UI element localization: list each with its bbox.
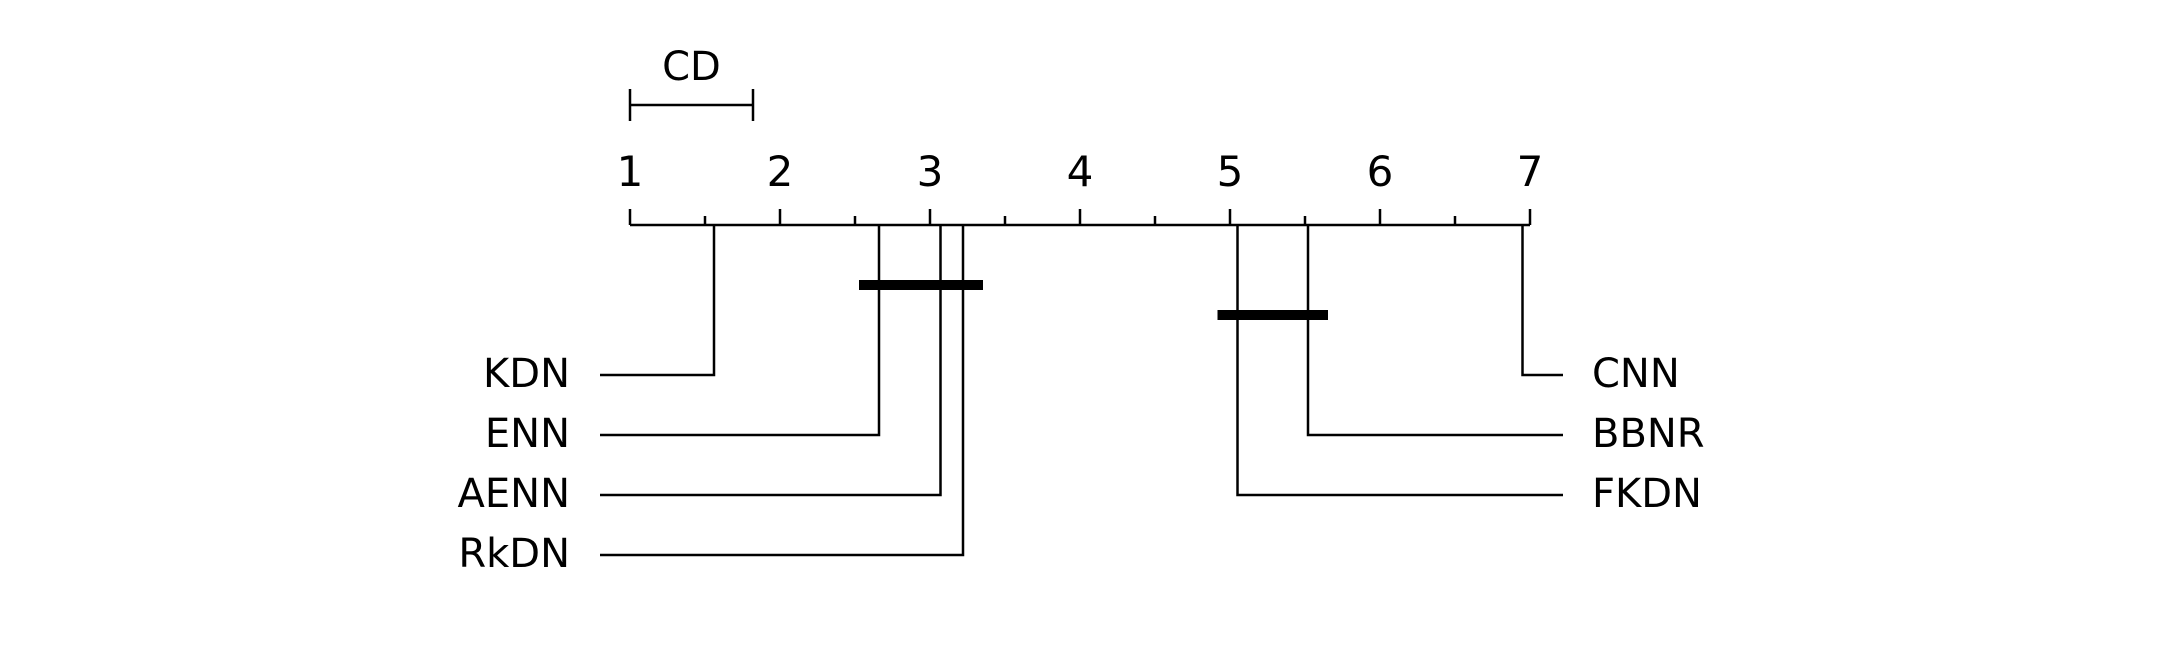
method-label: CNN [1592, 351, 1680, 397]
cd-bar-group: CD [628, 44, 755, 121]
cd-label: CD [662, 44, 721, 90]
tick-label: 2 [767, 147, 794, 196]
tick-label: 6 [1367, 147, 1394, 196]
method-label: ENN [485, 411, 570, 457]
rank-axis: 1 2 3 4 5 6 7 [617, 147, 1544, 227]
method-label: AENN [458, 471, 570, 517]
tick-label: 1 [617, 147, 644, 196]
method-connector [1236, 225, 1563, 497]
method-labels: KDN ENN AENN RkDN CNN BBNR FKDN [458, 225, 1705, 577]
method-label: RkDN [458, 531, 570, 577]
tick-label: 7 [1517, 147, 1544, 196]
method-label: BBNR [1592, 411, 1705, 457]
method-label: KDN [483, 351, 570, 397]
method-connector [1521, 225, 1563, 377]
method-connector [600, 225, 965, 557]
tick-label: 4 [1067, 147, 1094, 196]
tick-label: 3 [917, 147, 944, 196]
method-connector [1306, 225, 1563, 437]
method-connector [600, 225, 942, 497]
tick-label: 5 [1217, 147, 1244, 196]
method-label: FKDN [1592, 471, 1702, 517]
clique-bars [859, 280, 1328, 320]
method-connector [600, 225, 716, 377]
method-connector [600, 225, 881, 437]
